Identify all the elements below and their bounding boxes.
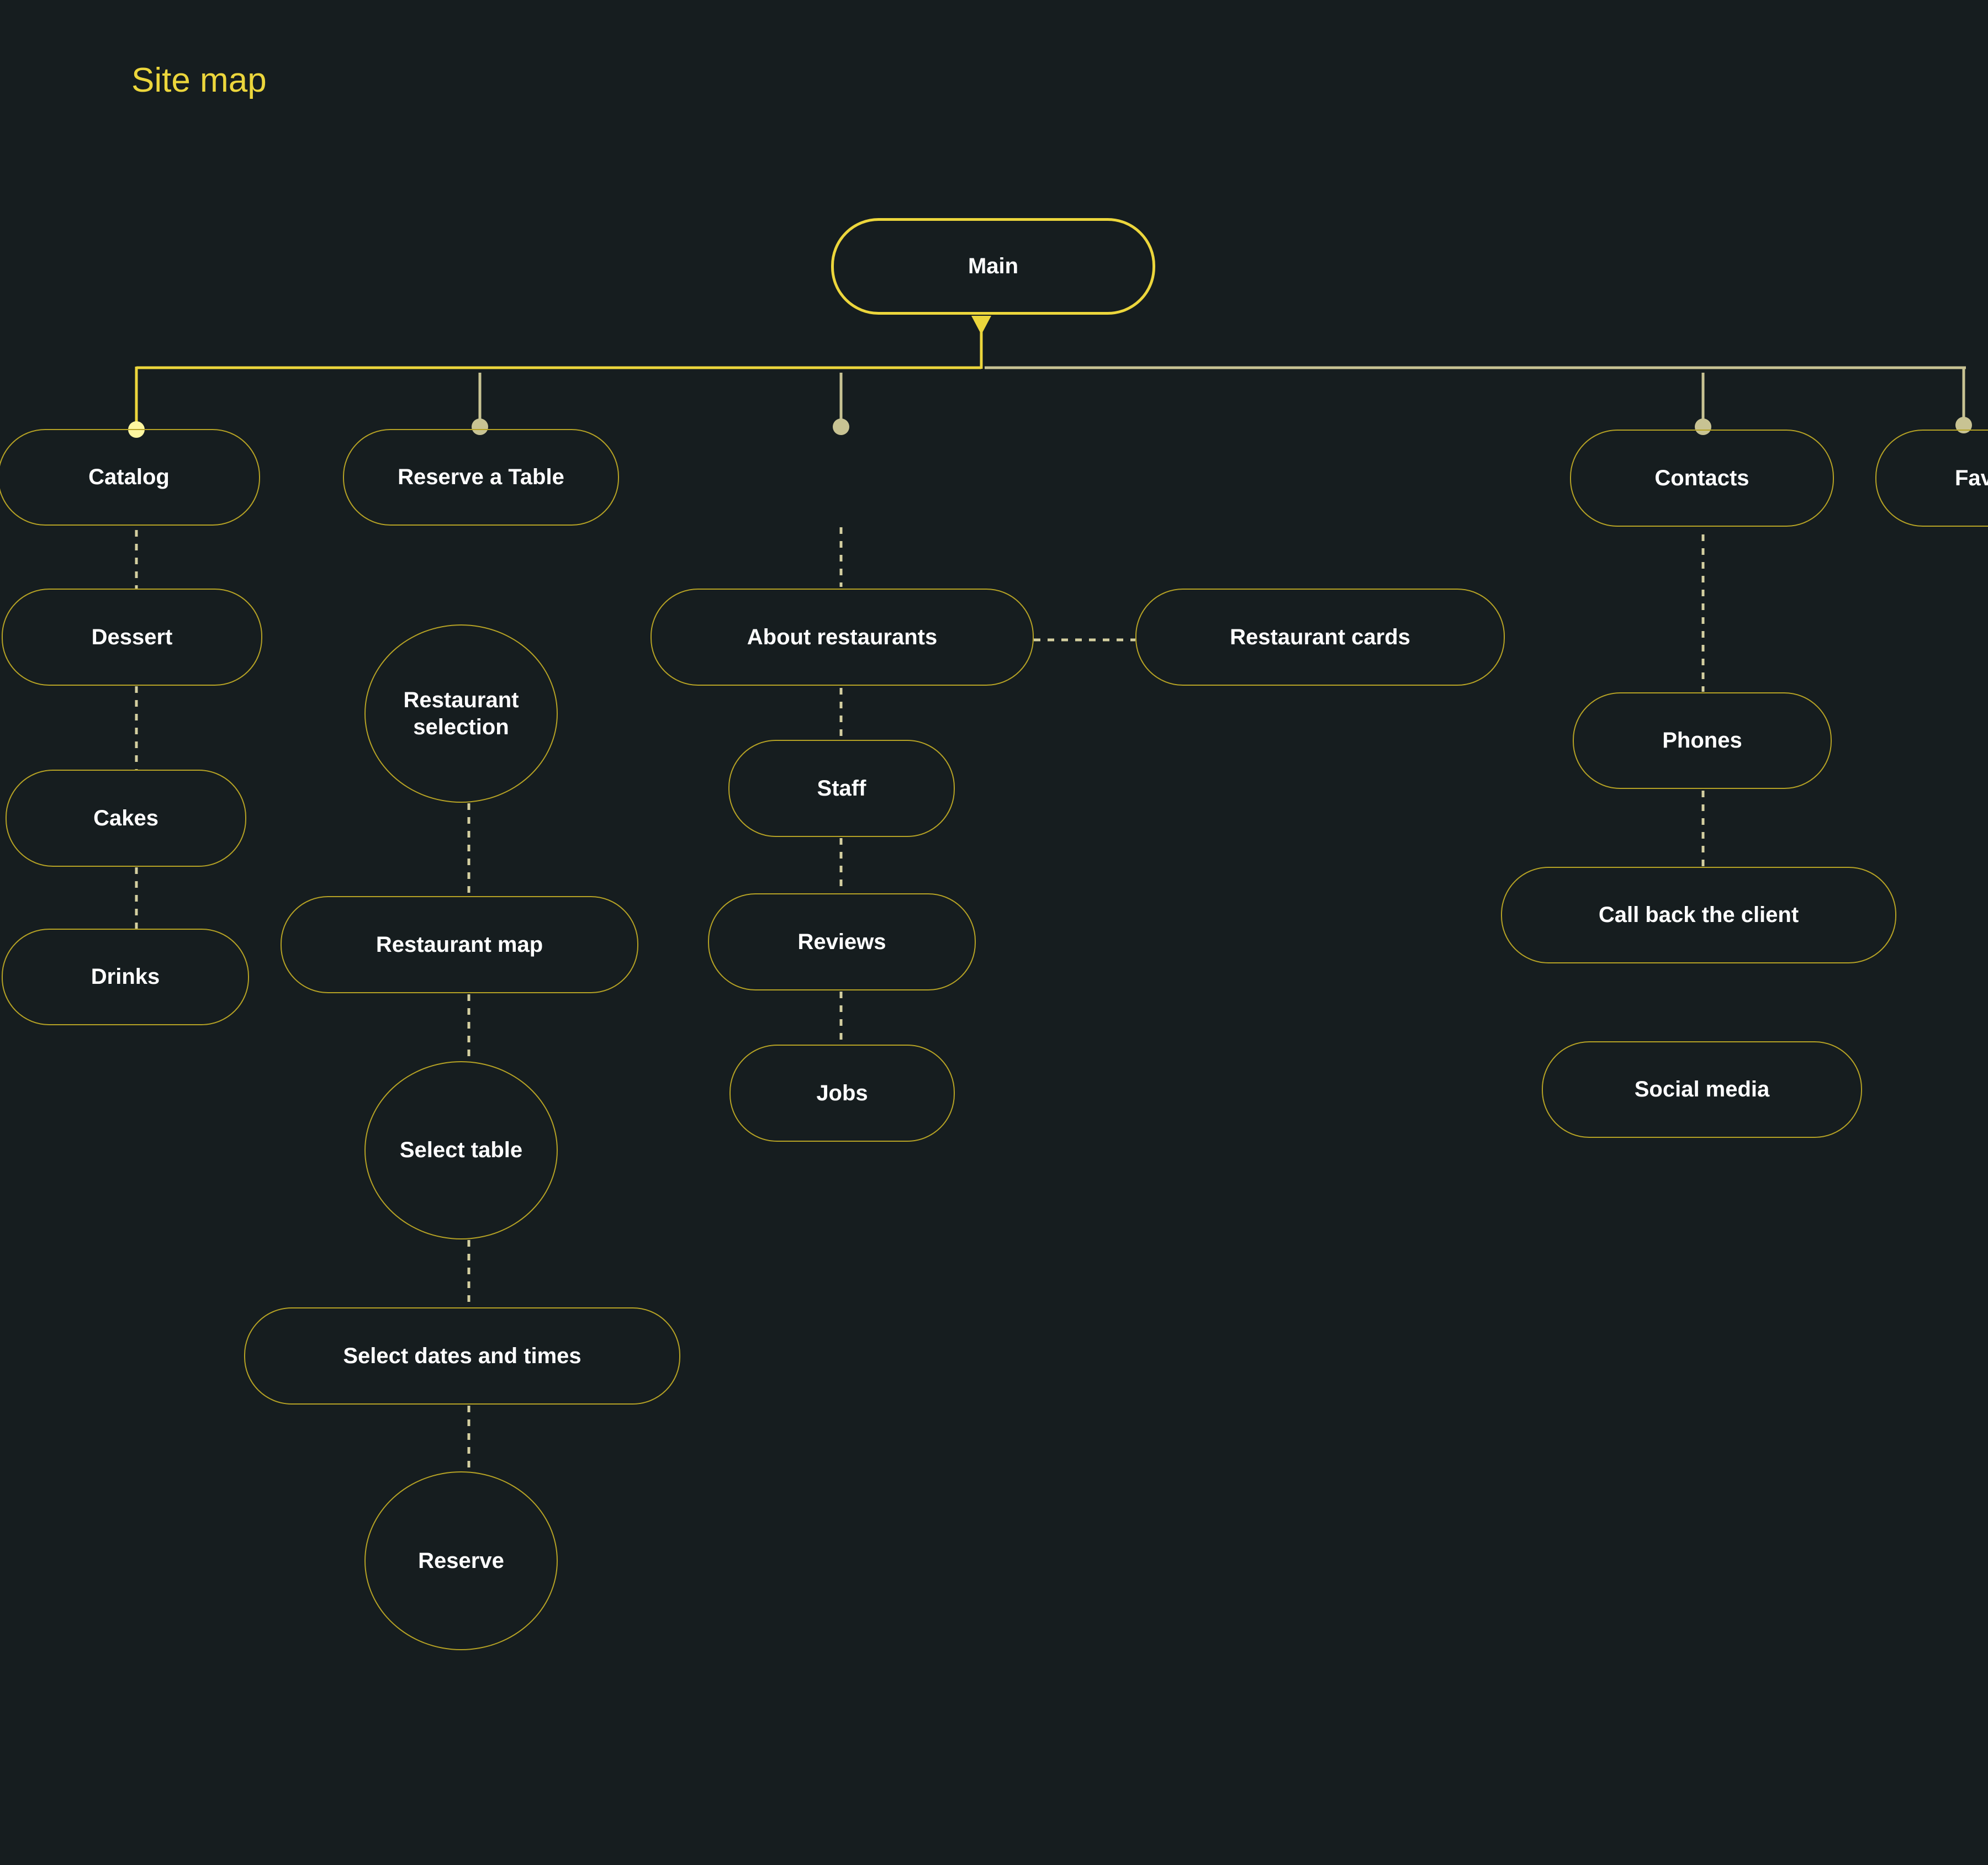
select-table-node[interactable]: Select table <box>364 1061 558 1239</box>
page-title: Site map <box>131 61 267 99</box>
phones-node[interactable]: Phones <box>1573 692 1832 789</box>
favorites-clip: Fav <box>1875 430 1988 527</box>
staff-node[interactable]: Staff <box>728 740 955 837</box>
about-restaurants-node[interactable]: About restaurants <box>651 589 1034 686</box>
reserve-table-node[interactable]: Reserve a Table <box>343 429 619 526</box>
reserve-node[interactable]: Reserve <box>364 1471 558 1650</box>
call-back-node[interactable]: Call back the client <box>1501 867 1896 963</box>
favorites-node[interactable]: Fav <box>1875 430 1988 527</box>
branch-dots <box>128 417 1972 438</box>
contacts-node[interactable]: Contacts <box>1570 430 1834 527</box>
drinks-node[interactable]: Drinks <box>2 929 249 1025</box>
reviews-node[interactable]: Reviews <box>708 893 976 990</box>
catalog-node[interactable]: Catalog <box>0 429 260 526</box>
social-media-node[interactable]: Social media <box>1542 1041 1862 1138</box>
main-arrow-icon <box>971 316 991 335</box>
dashed-connectors <box>135 527 1705 1471</box>
restaurant-selection-node[interactable]: Restaurant selection <box>364 624 558 803</box>
dessert-node[interactable]: Dessert <box>2 589 262 686</box>
main-node[interactable]: Main <box>831 218 1155 315</box>
restaurant-cards-node[interactable]: Restaurant cards <box>1135 589 1505 686</box>
restaurant-map-node[interactable]: Restaurant map <box>281 896 638 993</box>
select-dates-node[interactable]: Select dates and times <box>244 1307 680 1405</box>
jobs-node[interactable]: Jobs <box>729 1045 955 1142</box>
restaurant-selection-label: Restaurant selection <box>403 687 519 739</box>
favorites-label: Fav <box>1955 465 1988 490</box>
main-branch-lines <box>135 320 1966 430</box>
cakes-node[interactable]: Cakes <box>6 770 246 867</box>
